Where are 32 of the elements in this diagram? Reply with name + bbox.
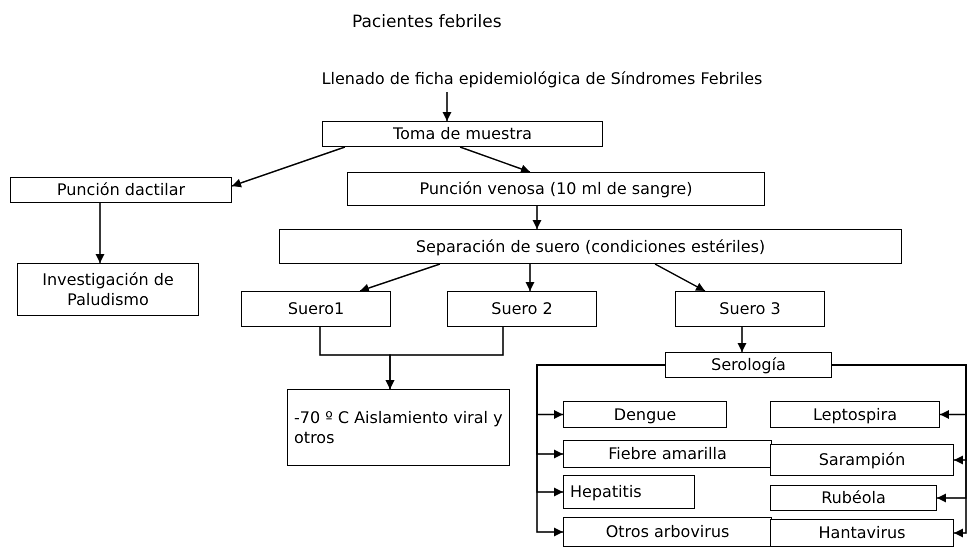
- arrow: [738, 327, 746, 352]
- process-box: Serología: [665, 352, 832, 378]
- process-box: Leptospira: [770, 401, 940, 428]
- process-box: Suero1: [241, 291, 391, 327]
- arrow: [360, 263, 440, 292]
- arrow: [386, 327, 504, 389]
- arrow: [232, 146, 346, 188]
- process-box: -70 º C Aislamiento viral y otros: [287, 389, 510, 466]
- process-box: Hepatitis: [563, 475, 695, 509]
- process-box: Punción dactilar: [10, 177, 232, 203]
- arrow: [536, 364, 665, 536]
- process-box: Separación de suero (condiciones estériles): [279, 229, 902, 264]
- process-box: Investigación de Paludismo: [17, 263, 199, 316]
- title: Pacientes febriles: [352, 12, 502, 34]
- process-box: Toma de muestra: [322, 121, 603, 147]
- arrow: [460, 146, 530, 174]
- process-box: Fiebre amarilla: [563, 440, 772, 468]
- process-box: Rubéola: [770, 485, 937, 511]
- arrow: [832, 364, 967, 538]
- step-text: Llenado de ficha epidemiológica de Síndromes Febriles: [222, 66, 862, 92]
- process-box: Sarampión: [770, 444, 954, 476]
- process-box: Hantavirus: [770, 519, 954, 547]
- arrow: [532, 206, 542, 229]
- process-box: Otros arbovirus: [563, 517, 772, 547]
- arrow: [654, 263, 706, 292]
- arrow: [442, 92, 452, 121]
- process-box: Suero 2: [447, 291, 597, 327]
- arrow: [526, 264, 534, 291]
- process-box: Suero 3: [675, 291, 825, 327]
- process-box: Dengue: [563, 401, 727, 428]
- process-box: Punción venosa (10 ml de sangre): [347, 172, 765, 206]
- arrow: [96, 203, 104, 263]
